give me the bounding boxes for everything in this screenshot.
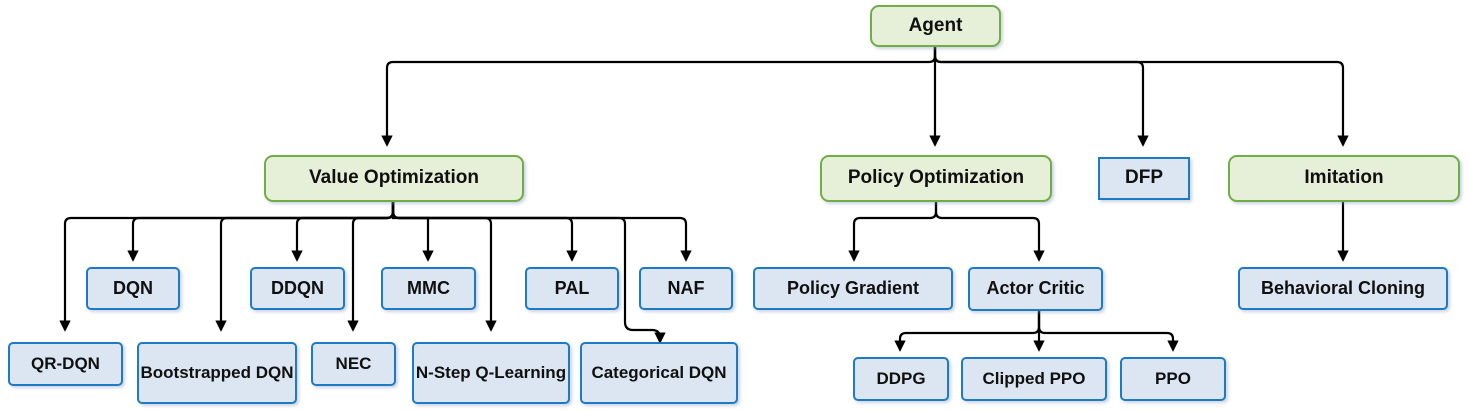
node-behavioral-cloning[interactable]: Behavioral Cloning xyxy=(1238,267,1448,310)
node-nec[interactable]: NEC xyxy=(311,342,396,386)
node-dqn[interactable]: DQN xyxy=(86,267,180,310)
node-actor-critic[interactable]: Actor Critic xyxy=(968,267,1103,311)
node-dfp[interactable]: DFP xyxy=(1098,157,1190,200)
node-n-step-q-learning[interactable]: N-Step Q-Learning xyxy=(412,342,570,404)
node-clipped-ppo[interactable]: Clipped PPO xyxy=(961,357,1107,401)
node-policy-optimization[interactable]: Policy Optimization xyxy=(820,155,1052,202)
node-agent[interactable]: Agent xyxy=(870,5,1001,47)
node-ddpg[interactable]: DDPG xyxy=(853,357,949,401)
node-categorical-dqn[interactable]: Categorical DQN xyxy=(580,342,738,404)
node-value-optimization[interactable]: Value Optimization xyxy=(264,155,524,202)
node-imitation[interactable]: Imitation xyxy=(1228,155,1460,202)
node-qr-dqn[interactable]: QR-DQN xyxy=(8,342,123,386)
node-mmc[interactable]: MMC xyxy=(381,267,476,310)
node-ppo[interactable]: PPO xyxy=(1120,357,1226,401)
node-bootstrapped-dqn[interactable]: Bootstrapped DQN xyxy=(137,342,297,404)
node-policy-gradient[interactable]: Policy Gradient xyxy=(753,267,953,310)
node-ddqn[interactable]: DDQN xyxy=(250,267,345,310)
node-naf[interactable]: NAF xyxy=(639,267,733,310)
node-pal[interactable]: PAL xyxy=(525,267,619,310)
